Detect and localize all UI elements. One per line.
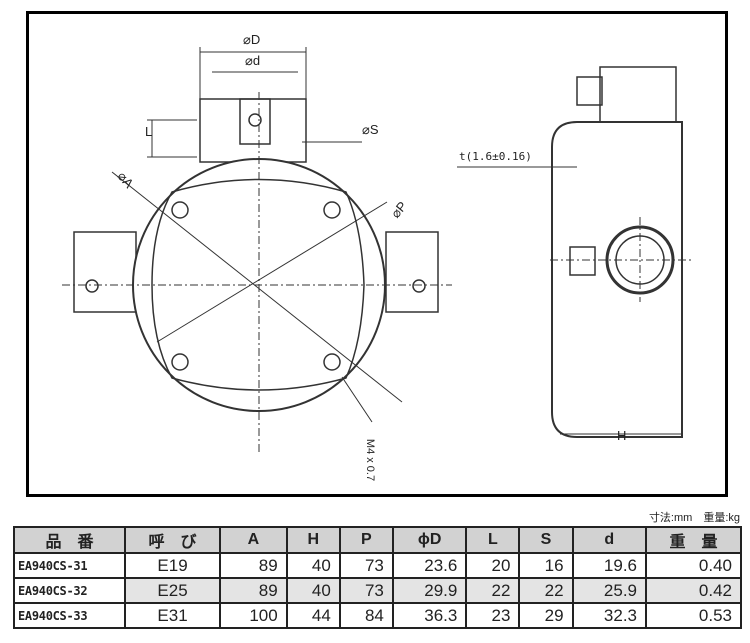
cell: 25.9 bbox=[571, 577, 648, 604]
cell: 40 bbox=[285, 552, 341, 579]
cell: 44 bbox=[285, 602, 341, 629]
cell: 29 bbox=[518, 602, 574, 629]
cell: 89 bbox=[219, 552, 288, 579]
cell: 23 bbox=[465, 602, 521, 629]
header-cell: d bbox=[571, 526, 648, 554]
cell: 40 bbox=[285, 577, 341, 604]
header-cell: L bbox=[465, 526, 521, 554]
cell: 89 bbox=[219, 577, 288, 604]
cell: 16 bbox=[518, 552, 574, 579]
part-number: EA940CS-31 bbox=[12, 552, 127, 579]
dim-label-H: H bbox=[617, 428, 627, 443]
dim-label-t: t(1.6±0.16) bbox=[459, 150, 532, 163]
cell: 29.9 bbox=[391, 577, 468, 604]
part-number: EA940CS-32 bbox=[12, 577, 127, 604]
cell: 22 bbox=[518, 577, 574, 604]
dim-label-d: ⌀d bbox=[245, 53, 261, 68]
dim-label-D: ⌀D bbox=[243, 32, 261, 47]
cell: 73 bbox=[338, 552, 394, 579]
dim-label-M: M4 x 0.7 bbox=[364, 438, 377, 482]
header-cell: 呼 び bbox=[124, 526, 221, 554]
technical-drawing bbox=[62, 47, 692, 452]
cell: E31 bbox=[124, 602, 221, 629]
technical-drawing-frame: ⌀D ⌀d L ⌀S ⌀A ⌀P M4 x 0.7 t(1.6±0.16) H bbox=[26, 11, 728, 497]
table-row: EA940CS-32 E25 89 40 73 29.9 22 22 25.9 … bbox=[12, 577, 742, 604]
cell: 19.6 bbox=[571, 552, 648, 579]
cell: 36.3 bbox=[391, 602, 468, 629]
units-note: 寸法:mm 重量:kg bbox=[648, 512, 740, 524]
header-cell: 品 番 bbox=[12, 526, 127, 554]
cell: 100 bbox=[219, 602, 288, 629]
table-row: EA940CS-31 E19 89 40 73 23.6 20 16 19.6 … bbox=[12, 552, 742, 579]
cell: 20 bbox=[465, 552, 521, 579]
dim-label-L: L bbox=[145, 124, 153, 139]
part-number: EA940CS-33 bbox=[12, 602, 127, 629]
cell: 84 bbox=[338, 602, 394, 629]
dim-label-S: ⌀S bbox=[362, 122, 379, 137]
header-cell: H bbox=[285, 526, 341, 554]
header-cell: 重 量 bbox=[645, 526, 742, 554]
cell: 32.3 bbox=[571, 602, 648, 629]
table-row: EA940CS-33 E31 100 44 84 36.3 23 29 32.3… bbox=[12, 602, 742, 629]
header-cell: ϕD bbox=[391, 526, 468, 554]
spec-table: 品 番 呼 び A H P ϕD L S d 重 量 EA940CS-31 E1… bbox=[12, 526, 742, 629]
header-cell: S bbox=[518, 526, 574, 554]
cell: 0.42 bbox=[645, 577, 742, 604]
cell: 22 bbox=[465, 577, 521, 604]
cell: 73 bbox=[338, 577, 394, 604]
cell: E25 bbox=[124, 577, 221, 604]
table-header-row: 品 番 呼 び A H P ϕD L S d 重 量 bbox=[12, 526, 742, 554]
cell: 0.40 bbox=[645, 552, 742, 579]
cell: 23.6 bbox=[391, 552, 468, 579]
header-cell: A bbox=[219, 526, 288, 554]
cell: 0.53 bbox=[645, 602, 742, 629]
cell: E19 bbox=[124, 552, 221, 579]
header-cell: P bbox=[338, 526, 394, 554]
